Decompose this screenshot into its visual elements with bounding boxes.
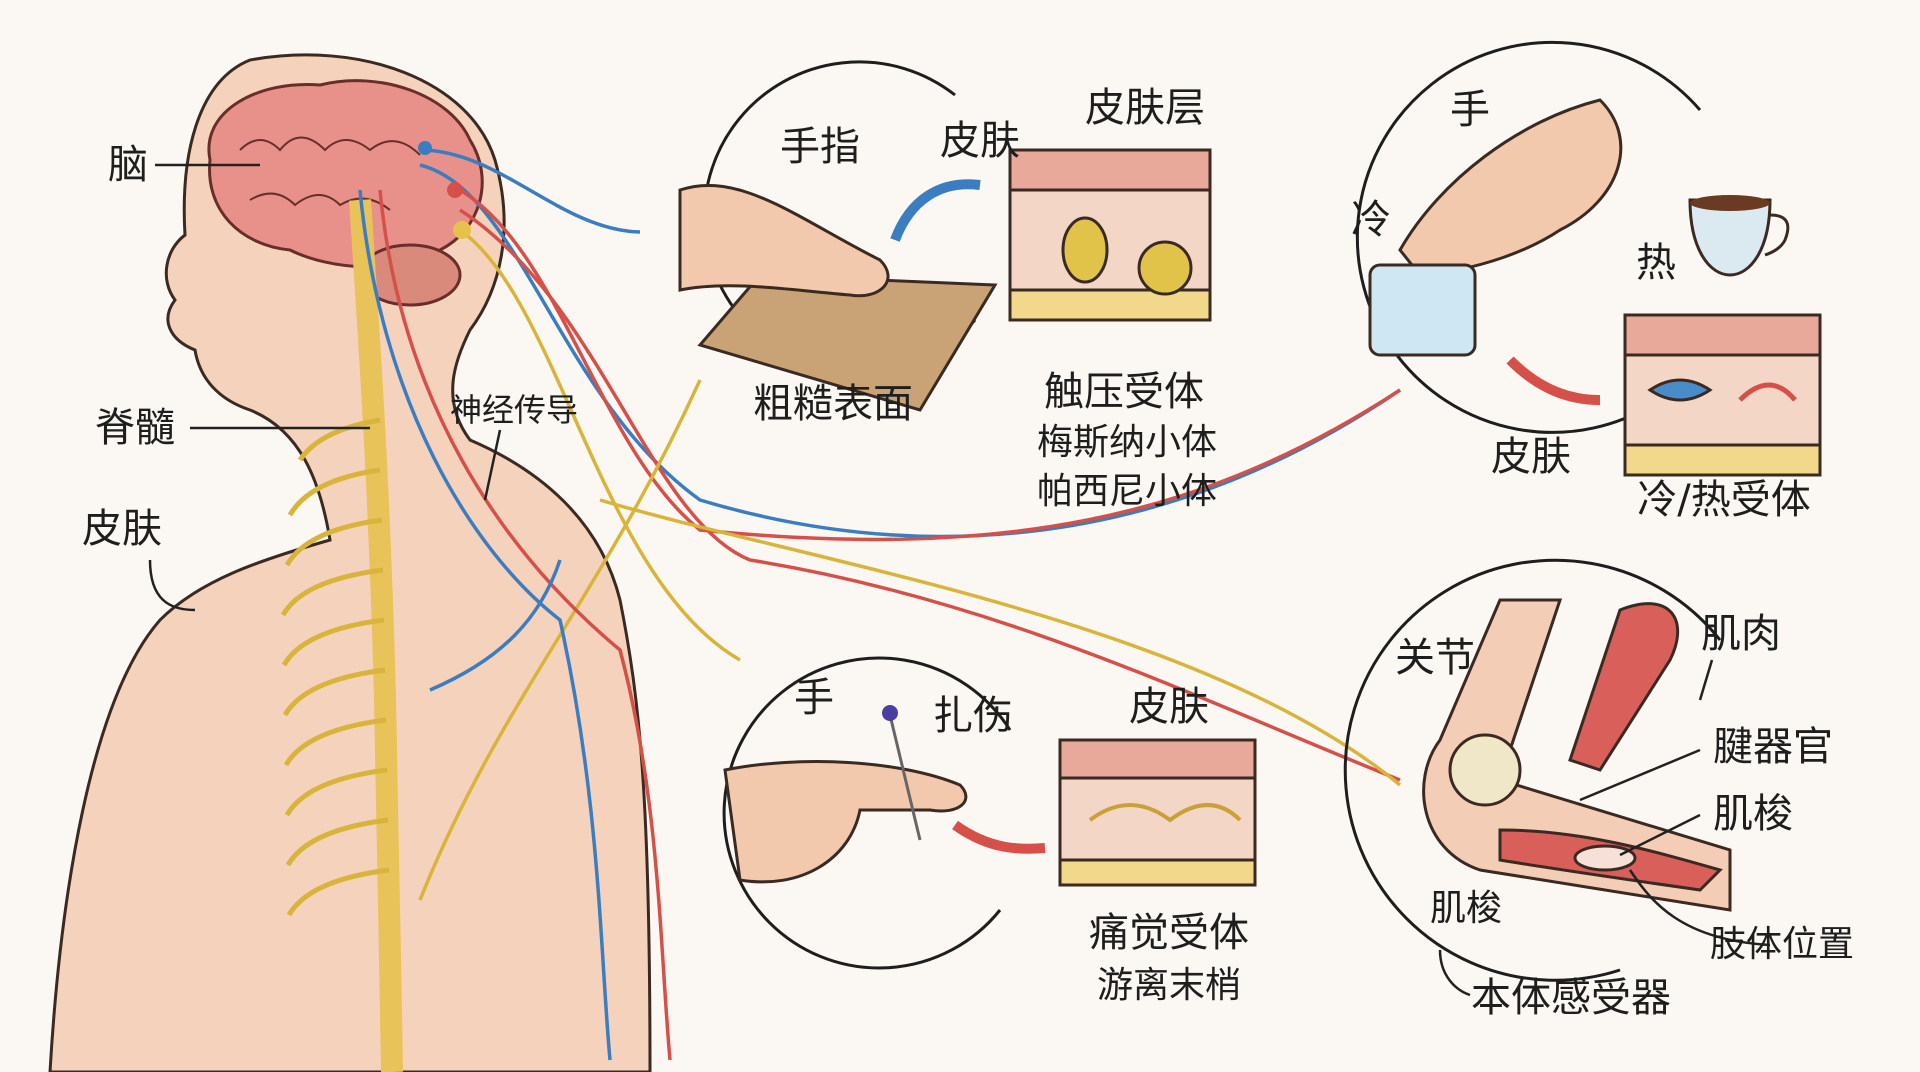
spinal-cord (280, 199, 403, 1072)
pointer-lines (148, 163, 502, 612)
skin-block-pain (1058, 738, 1257, 887)
label-pain-hand: 手 (794, 675, 834, 721)
label-temp-receptor: 冷/热受体 (1637, 477, 1811, 523)
label-skin: 皮肤 (82, 506, 162, 552)
arrow-icon (952, 820, 1046, 854)
rough-surface (697, 273, 998, 412)
label-skin-layers: 皮肤层 (1085, 85, 1205, 131)
label-touch-receptor: 触压受体 (1044, 369, 1204, 415)
label-pain-receptor: 痛觉受体 (1089, 910, 1249, 956)
label-rough-surface: 粗糙表面 (753, 381, 913, 427)
ice-cube (1368, 263, 1477, 357)
label-meissner: 梅斯纳小体 (1036, 422, 1218, 463)
label-tendon-organ: 腱器官 (1713, 724, 1833, 770)
label-hot: 热 (1636, 240, 1676, 286)
label-finger: 手指 (780, 124, 860, 170)
pin-icon (882, 705, 922, 841)
label-spinal-cord: 脊髓 (95, 405, 175, 451)
arrow-icon (890, 179, 981, 242)
label-touch-skin: 皮肤 (940, 118, 1020, 164)
label-muscle: 肌肉 (1701, 611, 1781, 657)
finger (678, 184, 890, 298)
label-limb-position: 肢体位置 (1709, 924, 1855, 965)
label-spindle: 肌梭 (1713, 791, 1793, 837)
label-brain: 脑 (108, 142, 148, 188)
label-nerve-conduction: 神经传导 (449, 391, 579, 429)
coffee-cup (1688, 195, 1790, 277)
label-temp-skin: 皮肤 (1491, 434, 1571, 480)
brain (207, 79, 484, 307)
human-body (48, 53, 652, 1072)
elbow-joint (1422, 598, 1732, 912)
hand (1398, 98, 1623, 277)
label-spindle-lower: 肌梭 (1429, 888, 1503, 929)
nerve-paths (358, 148, 1402, 1061)
arrow-icon (1506, 356, 1601, 405)
label-proprioceptors: 本体感受器 (1471, 975, 1671, 1021)
skin-block-temperature (1623, 313, 1822, 477)
label-pacinian: 帕西尼小体 (1036, 471, 1218, 512)
label-pain-skin: 皮肤 (1129, 684, 1209, 730)
label-free-endings: 游离末梢 (1096, 965, 1242, 1006)
label-joint: 关节 (1395, 635, 1475, 681)
skin-block-touch (1008, 148, 1212, 322)
label-prick: 扎伤 (933, 693, 1013, 739)
label-cold: 冷 (1351, 197, 1391, 243)
proprio-pointers (1438, 659, 1771, 997)
hand-pricked (723, 760, 968, 884)
label-temp-hand: 手 (1450, 87, 1490, 133)
